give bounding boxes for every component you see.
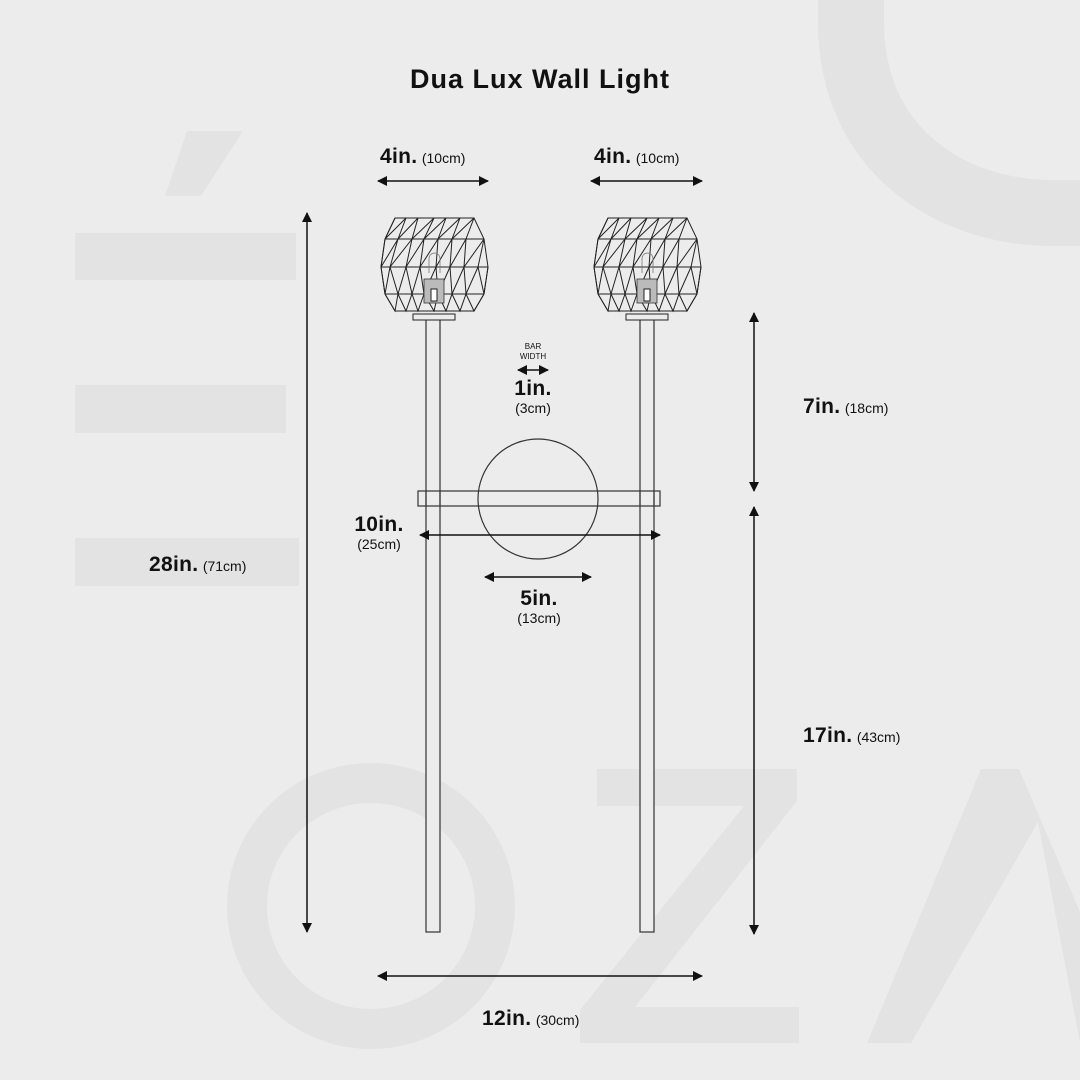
label-shade-right-width: 4in. (10cm) — [594, 146, 679, 167]
dim-imperial: 7in. — [803, 395, 841, 418]
dimension-arrows — [302, 176, 759, 981]
dim-imperial: 28in. — [149, 553, 199, 576]
dim-metric: (71cm) — [202, 558, 247, 574]
dim-imperial: 10in. — [354, 513, 404, 536]
dim-metric: (30cm) — [535, 1012, 580, 1028]
watermark-bar-3 — [75, 538, 299, 586]
right-post — [639, 317, 655, 933]
dim-metric: (3cm) — [515, 400, 551, 416]
label-shade-left-width: 4in. (10cm) — [380, 146, 465, 167]
dim-metric: (25cm) — [357, 536, 401, 552]
shade-right — [593, 217, 702, 321]
dim-metric: (10cm) — [635, 150, 680, 166]
dim-imperial: 1in. — [514, 377, 552, 400]
label-lower-height: 17in. (43cm) — [803, 725, 900, 746]
label-bar-width-caption: BAR WIDTH — [508, 342, 558, 362]
dim-imperial: 4in. — [380, 145, 418, 168]
shade-left — [380, 217, 489, 321]
label-upper-height: 7in. (18cm) — [803, 396, 888, 417]
caption-line-2: WIDTH — [519, 352, 547, 361]
watermark-arc-top-right — [818, 0, 1080, 246]
label-bar-width: 1in. (3cm) — [493, 378, 573, 415]
backplate-circle — [477, 438, 599, 560]
watermark — [75, 0, 1080, 1049]
dim-metric: (10cm) — [421, 150, 466, 166]
watermark-accent — [165, 131, 243, 196]
label-backplate-diameter: 5in. (13cm) — [499, 588, 579, 625]
watermark-z — [580, 769, 799, 1043]
dim-metric: (18cm) — [844, 400, 889, 416]
label-total-width: 12in. (30cm) — [482, 1008, 579, 1029]
watermark-a — [867, 769, 1080, 1043]
label-crossbar-width: 10in. (25cm) — [339, 514, 419, 551]
watermark-bar-1 — [75, 233, 296, 280]
page-title: Dua Lux Wall Light — [410, 64, 670, 94]
label-total-height: 28in. (71cm) — [149, 554, 246, 575]
dim-imperial: 5in. — [520, 587, 558, 610]
crossbar — [417, 490, 661, 507]
caption-line-1: BAR — [524, 342, 542, 351]
watermark-o — [227, 763, 515, 1049]
dim-imperial: 4in. — [594, 145, 632, 168]
watermark-bar-2 — [75, 385, 286, 433]
dim-imperial: 12in. — [482, 1007, 532, 1030]
dim-metric: (43cm) — [856, 729, 901, 745]
dim-imperial: 17in. — [803, 724, 853, 747]
dim-metric: (13cm) — [517, 610, 561, 626]
left-post — [425, 317, 441, 933]
